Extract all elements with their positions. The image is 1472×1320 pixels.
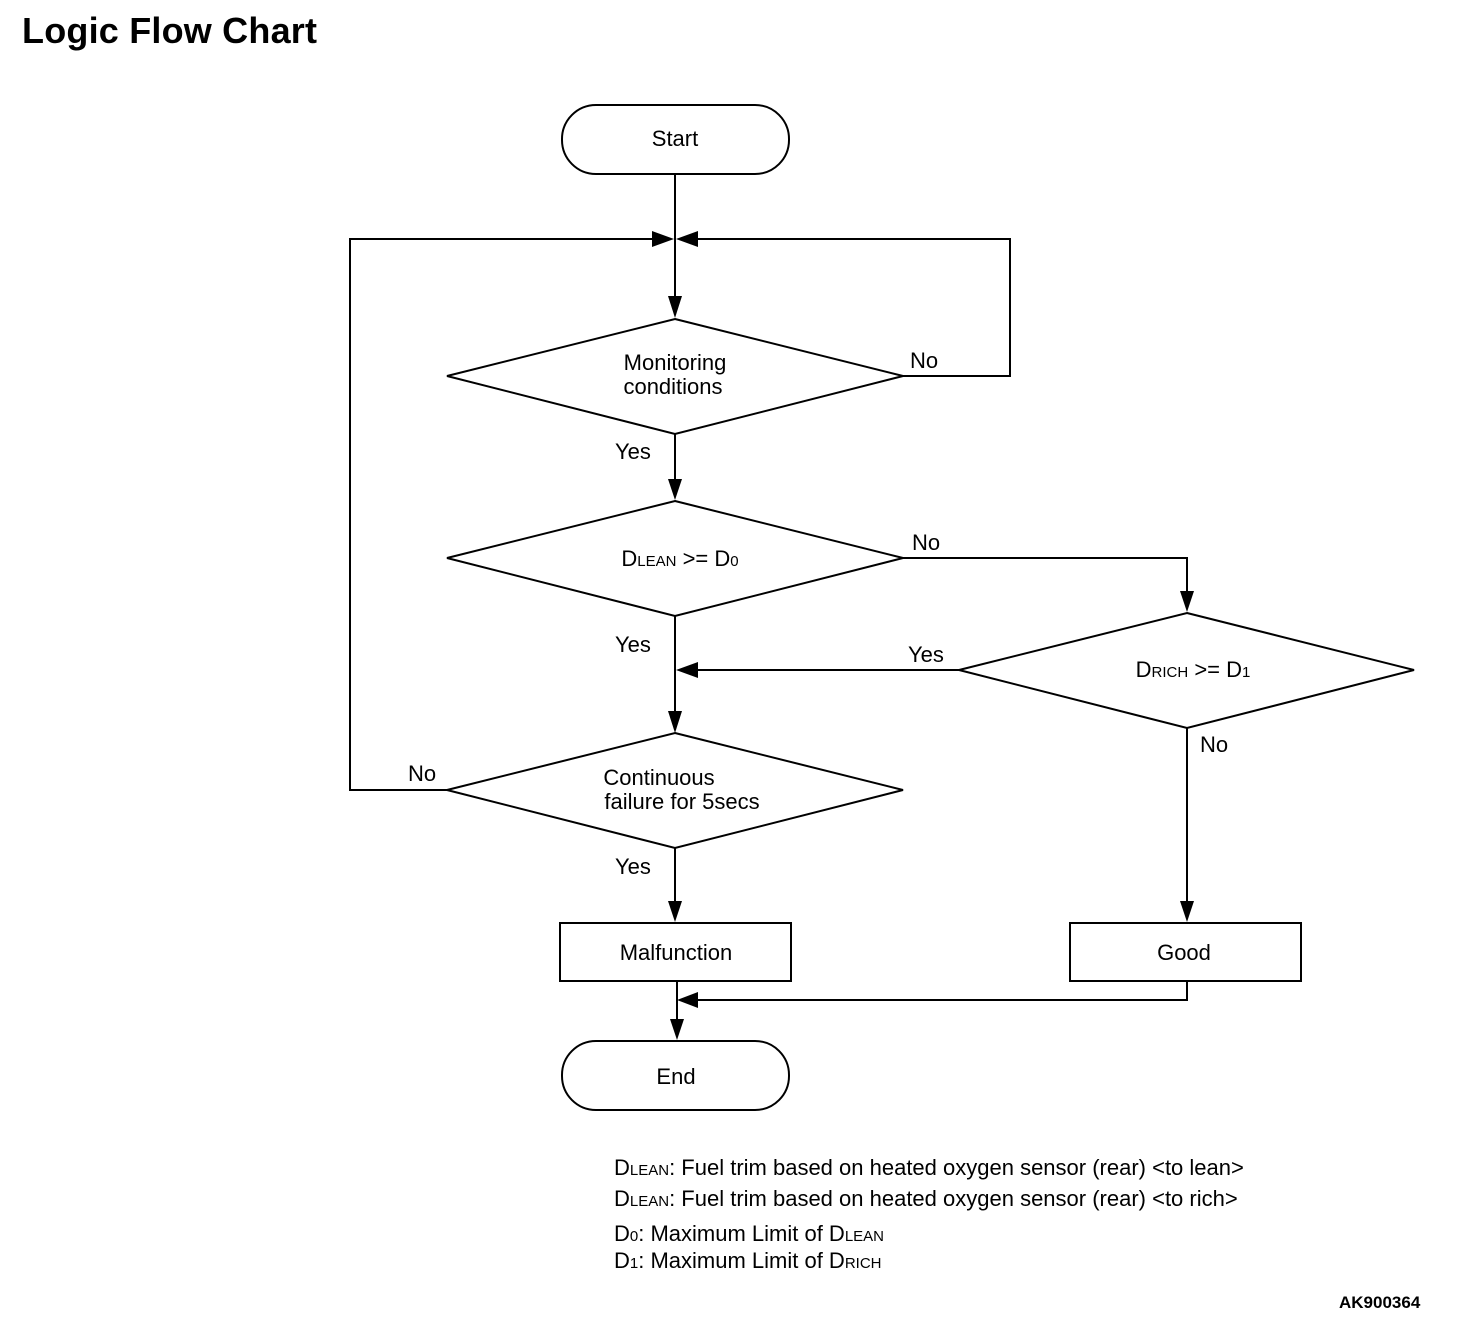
arrow-loop-left [652,231,674,247]
figure-code: AK900364 [1339,1293,1421,1312]
arrow-to-monitoring [668,296,682,318]
monitoring-no-label: No [910,348,938,373]
start-label: Start [652,126,698,151]
malfunction-label: Malfunction [620,940,733,965]
drich-label: DRICH >= D1 [1136,657,1251,682]
arrow-to-drich [1180,591,1194,612]
dlean-yes-label: Yes [615,632,651,657]
malfunction-node [559,922,792,982]
continuous-yes-label: Yes [615,854,651,879]
dlean-label: DLEAN >= D0 [621,546,738,571]
legend-item: DLEAN: Fuel trim based on heated oxygen … [614,1155,1244,1180]
end-node [561,1040,790,1111]
drich-yes-label: Yes [908,642,944,667]
continuous-no-label: No [408,761,436,786]
arrow-to-end [670,1019,684,1040]
arrow-to-continuous [668,711,682,733]
arrow-to-good [1180,901,1194,922]
legend-item: DLEAN: Fuel trim based on heated oxygen … [614,1186,1238,1211]
legend-item: D1: Maximum Limit of DRICH [614,1248,882,1273]
end-label: End [656,1064,695,1089]
continuous-label-1: Continuous [603,765,714,790]
dlean-no-label: No [912,530,940,555]
monitoring-label-1: Monitoring [624,350,727,375]
monitoring-label-2: conditions [623,374,722,399]
good-label: Good [1157,940,1211,965]
arrow-good-merge [677,992,698,1008]
good-node [1069,922,1302,982]
arrow-to-malfunction [668,901,682,922]
arrow-to-dlean [668,479,682,500]
continuous-label-2: failure for 5secs [604,789,759,814]
monitoring-yes-label: Yes [615,439,651,464]
legend-item: D0: Maximum Limit of DLEAN [614,1221,885,1246]
drich-no-label: No [1200,732,1228,757]
page-title: Logic Flow Chart [22,10,318,51]
arrow-loop-right [676,231,698,247]
arrow-drich-yes [676,662,698,678]
